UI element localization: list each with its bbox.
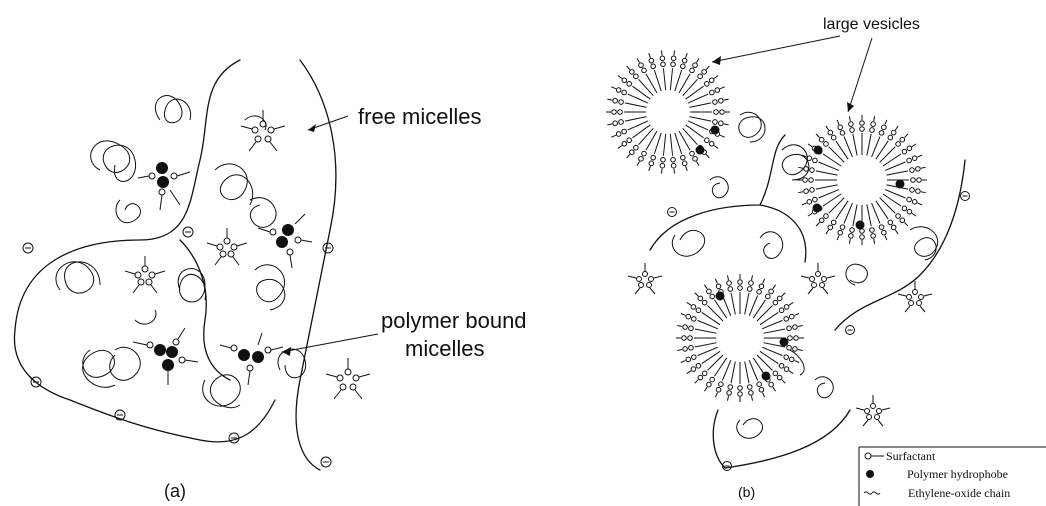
charged-end-groups [23, 227, 333, 467]
polymer-bound-micelle [220, 333, 283, 385]
vesicle-hydrophobes [696, 126, 905, 381]
polymer-backbone [713, 410, 725, 468]
free-micelle [898, 281, 932, 312]
panel-a-label: (a) [164, 481, 186, 501]
free-micelle [326, 358, 370, 399]
large-vesicles-arrow [712, 36, 840, 62]
polymer-bound-label-line2: micelles [405, 336, 484, 361]
legend-label: Surfactant [886, 449, 936, 463]
panel-a: free micelles polymer bound micelles (a) [14, 60, 526, 501]
polymer-bound-arrowhead [282, 347, 291, 356]
legend-label: Polymer hydrophobe [907, 467, 1008, 481]
legend-item-hydrophobe: Polymer hydrophobe [866, 467, 1008, 481]
polymer-bound-micelle [133, 328, 198, 385]
free-micelle [856, 395, 890, 426]
polymer-bound-micelle [138, 162, 190, 210]
surfactant-icon [865, 453, 871, 459]
free-micelle [241, 110, 285, 151]
large-vesicles [606, 50, 927, 402]
polymer-backbone [725, 410, 850, 468]
legend-label: Ethylene-oxide chain [908, 486, 1010, 500]
free-micelles-arrowhead [308, 124, 316, 132]
legend: Surfactant Polymer hydrophobe Ethylene-o… [859, 447, 1046, 506]
free-micelle [628, 263, 662, 294]
large-vesicles-arrowhead [712, 56, 721, 65]
polymer-bound-label-line1: polymer bound [381, 308, 527, 333]
polymer-bound-arrow [282, 334, 378, 352]
hydrophobe-icon [866, 470, 874, 478]
large-vesicle [606, 50, 730, 173]
large-vesicles-arrow [848, 38, 872, 112]
eo-chain-icon [864, 492, 880, 494]
polymer-backbone [180, 240, 230, 380]
legend-item-eo-chain: Ethylene-oxide chain [864, 486, 1010, 500]
polymer-backbone [296, 60, 336, 470]
free-micelles-label: free micelles [358, 104, 481, 129]
polymer-backbone [760, 205, 806, 262]
eo-coils [672, 112, 937, 438]
polymer-backbone [14, 330, 275, 442]
panel-b: large vesicles (b) Surfactant Polymer hy… [606, 16, 1046, 506]
free-micelle [207, 228, 247, 265]
free-micelle [125, 256, 165, 293]
panel-b-label: (b) [738, 484, 755, 500]
free-micelle [801, 263, 835, 294]
polymer-bound-micelle [258, 214, 312, 268]
charged-end-groups [668, 192, 970, 471]
polymer-backbone [15, 60, 240, 330]
large-vesicles-label: large vesicles [823, 16, 920, 33]
legend-item-surfactant: Surfactant [865, 449, 936, 463]
